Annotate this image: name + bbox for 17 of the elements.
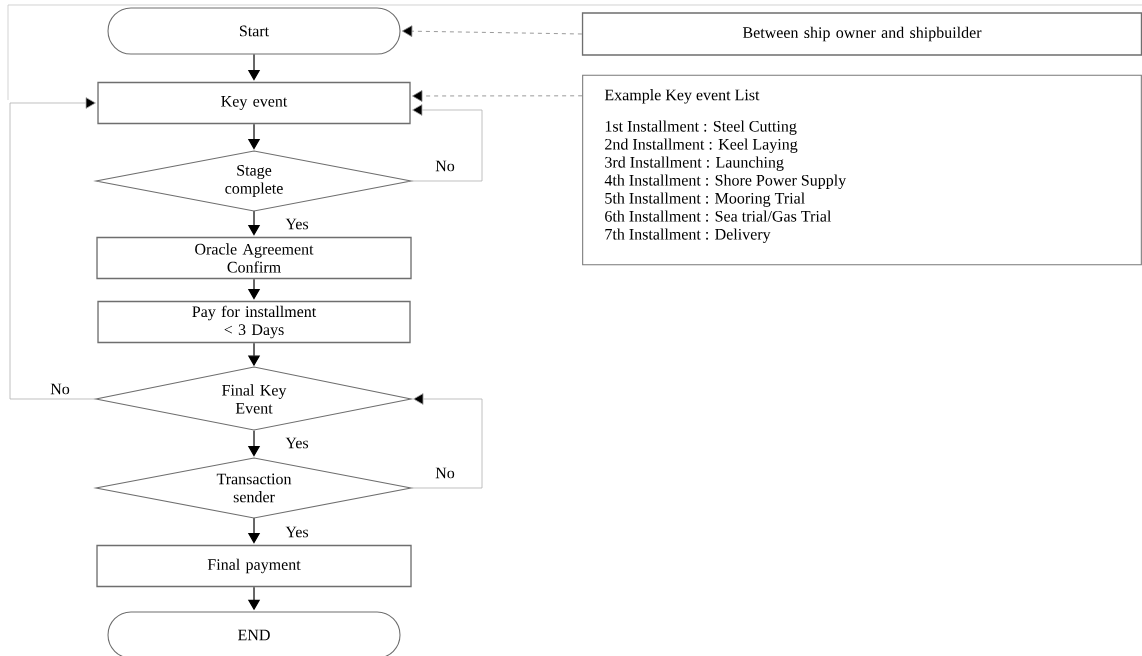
process-box: Final payment xyxy=(96,544,412,588)
edge-label: Yes xyxy=(284,217,310,231)
process-box: Pay for installment < 3 Days xyxy=(97,300,411,344)
arrow xyxy=(402,25,583,37)
edge-label: No xyxy=(433,466,457,480)
edge-label: No xyxy=(48,382,72,396)
arrow xyxy=(412,90,583,102)
process-box: Key event xyxy=(97,81,411,125)
process-box: Between ship owner and shipbuilder xyxy=(581,12,1142,56)
edge-label: Yes xyxy=(284,525,310,539)
process-box: Oracle Agreement Confirm xyxy=(96,236,412,280)
arrow xyxy=(411,104,483,182)
note-box: Example Key event List 1st Installment : Steel Cutting 2nd Installment : Keel Laying 3rd Installment : Launching 4th Installment : Shore Power Supply 5th Installment : Mooring Trial 6th Installment : Sea trial/Gas Trial 7th Installment : Delivery xyxy=(582,74,1142,266)
arrow xyxy=(9,97,97,400)
edge-label: No xyxy=(433,159,457,173)
edge-label: Yes xyxy=(284,436,310,450)
arrow xyxy=(411,393,483,489)
